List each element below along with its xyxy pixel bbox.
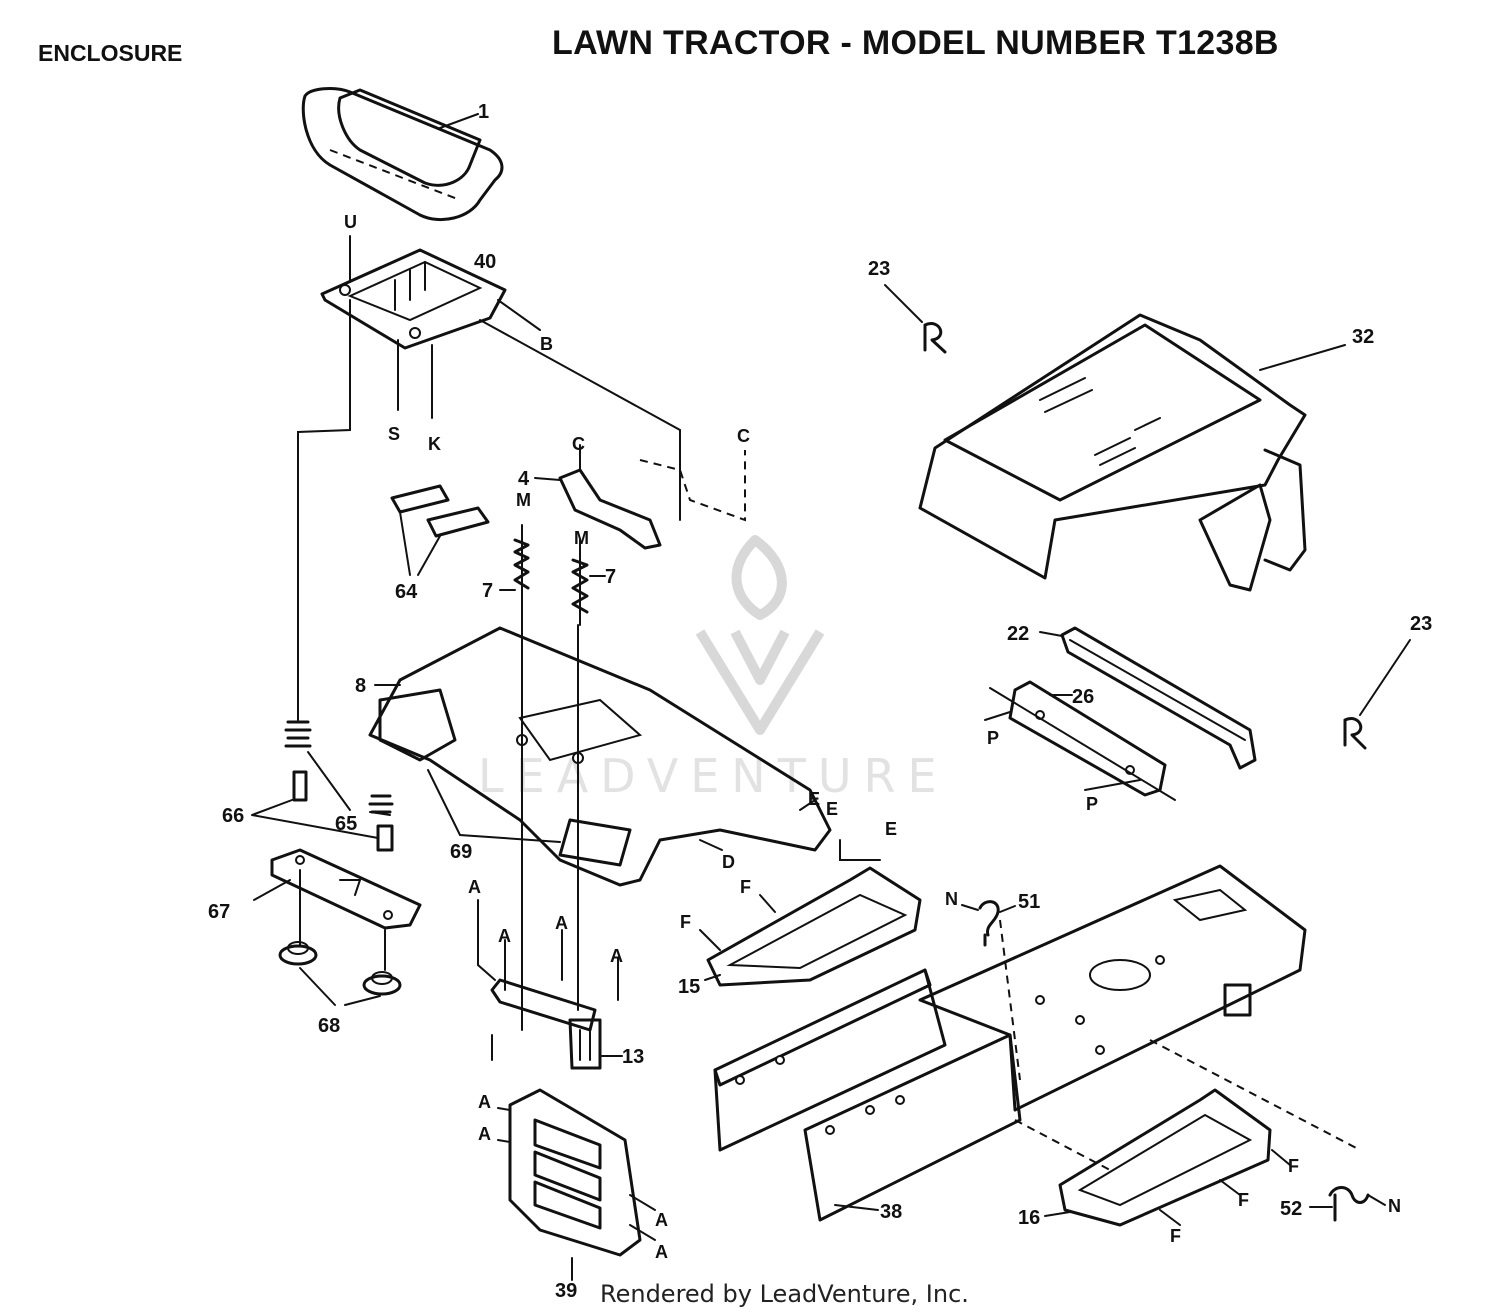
ref-S: S bbox=[388, 424, 400, 444]
callout-23-top: 23 bbox=[868, 258, 890, 280]
ref-M-2: M bbox=[574, 528, 589, 548]
ref-F-5: F bbox=[1170, 1226, 1181, 1246]
hood bbox=[918, 313, 1307, 592]
callout-26: 26 bbox=[1072, 686, 1094, 708]
ref-P-2: P bbox=[1086, 794, 1098, 814]
front-panel bbox=[508, 1088, 642, 1257]
callout-40: 40 bbox=[474, 251, 496, 273]
footrest-right bbox=[1058, 1088, 1272, 1227]
footrest-left bbox=[706, 866, 922, 987]
ref-B: B bbox=[540, 334, 553, 354]
callout-51: 51 bbox=[1018, 891, 1040, 913]
ref-F-4: F bbox=[1238, 1190, 1249, 1210]
ref-E-1: E bbox=[808, 789, 820, 809]
callout-15: 15 bbox=[678, 976, 700, 998]
ref-E-2: E bbox=[826, 799, 838, 819]
leadventure-watermark: LEADVENTURE bbox=[478, 535, 937, 803]
callout-22: 22 bbox=[1007, 623, 1029, 645]
bumper-right bbox=[376, 824, 394, 852]
ref-A-3: A bbox=[555, 913, 568, 933]
bumper-plate bbox=[270, 848, 422, 930]
ref-C-2: C bbox=[737, 426, 750, 446]
callout-16: 16 bbox=[1018, 1207, 1040, 1229]
callout-68: 68 bbox=[318, 1015, 340, 1037]
seat bbox=[301, 87, 504, 222]
footer-credit: Rendered by LeadVenture, Inc. bbox=[600, 1280, 969, 1308]
ref-N-1: N bbox=[945, 889, 958, 909]
callout-66: 66 bbox=[222, 805, 244, 827]
callout-64: 64 bbox=[395, 581, 418, 603]
spring-pivot-bracket bbox=[558, 468, 662, 550]
callout-13: 13 bbox=[622, 1046, 644, 1068]
bushing-right bbox=[362, 971, 402, 996]
frame bbox=[713, 864, 1307, 1222]
bushing-left bbox=[278, 941, 318, 966]
ref-F-3: F bbox=[1288, 1156, 1299, 1176]
bracket-13 bbox=[490, 978, 602, 1070]
hood-rail bbox=[1060, 626, 1257, 770]
ref-A-4: A bbox=[610, 946, 623, 966]
callout-39: 39 bbox=[555, 1280, 577, 1302]
callout-8: 8 bbox=[355, 675, 366, 697]
ref-M-1: M bbox=[516, 490, 531, 510]
callout-32: 32 bbox=[1352, 326, 1374, 348]
page-title: LAWN TRACTOR - MODEL NUMBER T1238B bbox=[552, 24, 1279, 62]
section-label: ENCLOSURE bbox=[38, 40, 183, 66]
seat-plate bbox=[320, 248, 507, 350]
clip-51 bbox=[978, 900, 1000, 947]
callout-4: 4 bbox=[518, 468, 530, 490]
callout-69: 69 bbox=[450, 841, 472, 863]
ref-U: U bbox=[344, 212, 357, 232]
ref-A-7: A bbox=[655, 1210, 668, 1230]
spring-right bbox=[571, 539, 589, 626]
ref-K: K bbox=[428, 434, 441, 454]
callout-52: 52 bbox=[1280, 1198, 1302, 1220]
callout-38: 38 bbox=[880, 1201, 902, 1223]
ref-A-1: A bbox=[468, 877, 481, 897]
ref-C-1: C bbox=[572, 434, 585, 454]
bumper-left bbox=[292, 770, 308, 802]
clip-52 bbox=[1328, 1186, 1370, 1222]
callout-1: 1 bbox=[478, 101, 489, 123]
ref-A-6: A bbox=[478, 1124, 491, 1144]
bumper-spring-left bbox=[284, 720, 312, 748]
ref-A-5: A bbox=[478, 1092, 491, 1112]
callout-23-right: 23 bbox=[1410, 613, 1432, 635]
ref-N-2: N bbox=[1388, 1196, 1401, 1216]
ref-D: D bbox=[722, 852, 735, 872]
callout-7-left: 7 bbox=[482, 580, 493, 602]
ref-P-1: P bbox=[987, 728, 999, 748]
ref-F-2: F bbox=[680, 912, 691, 932]
dash-fender bbox=[368, 626, 832, 887]
seat-pads bbox=[390, 484, 490, 538]
ref-A-8: A bbox=[655, 1242, 668, 1262]
bumper-spring-right bbox=[368, 794, 394, 814]
callout-7-right: 7 bbox=[605, 566, 616, 588]
ref-E-3: E bbox=[885, 819, 897, 839]
ref-F-1: F bbox=[740, 877, 751, 897]
ref-A-2: A bbox=[498, 926, 511, 946]
callout-65: 65 bbox=[335, 813, 357, 835]
callout-67: 67 bbox=[208, 901, 230, 923]
spring-left bbox=[513, 524, 530, 601]
